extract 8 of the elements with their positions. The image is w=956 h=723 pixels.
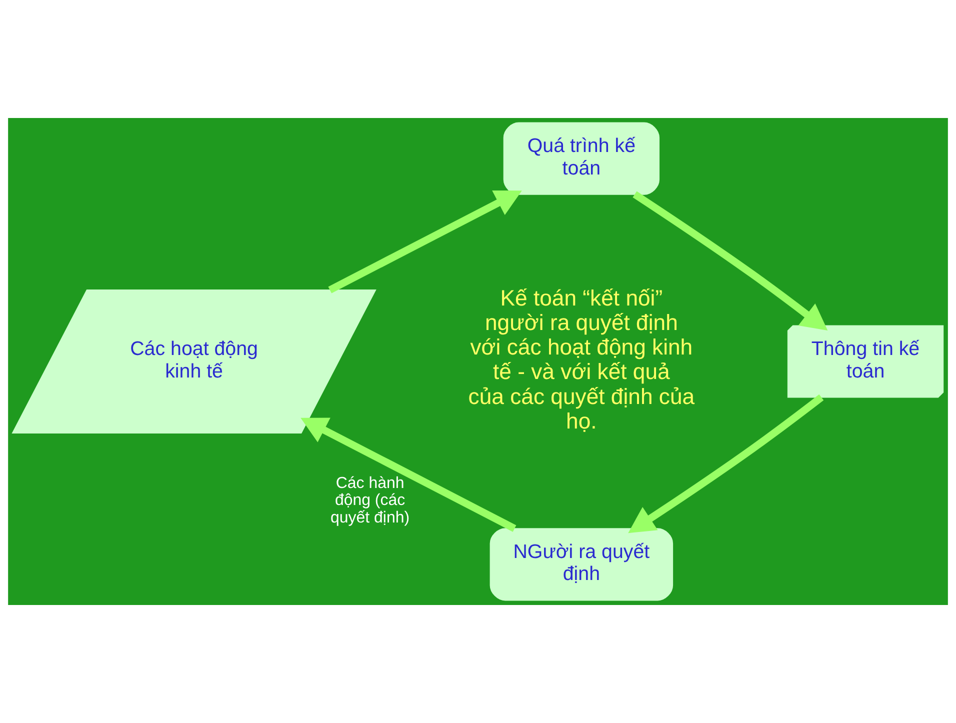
arrow xyxy=(632,191,828,331)
node-box: Quá trình kế toán xyxy=(503,122,660,195)
label: Kế toán “kết nối” người ra quyết định với các hoạt động kinh tế - và với kết quả của các quyết định của họ. xyxy=(468,285,695,434)
arrow xyxy=(628,394,824,534)
edge-label: Các hành động (các quyết định) xyxy=(330,474,410,526)
arrow xyxy=(328,190,522,294)
node-box: NGười ra quyết định xyxy=(490,528,674,601)
arrow xyxy=(300,418,516,532)
